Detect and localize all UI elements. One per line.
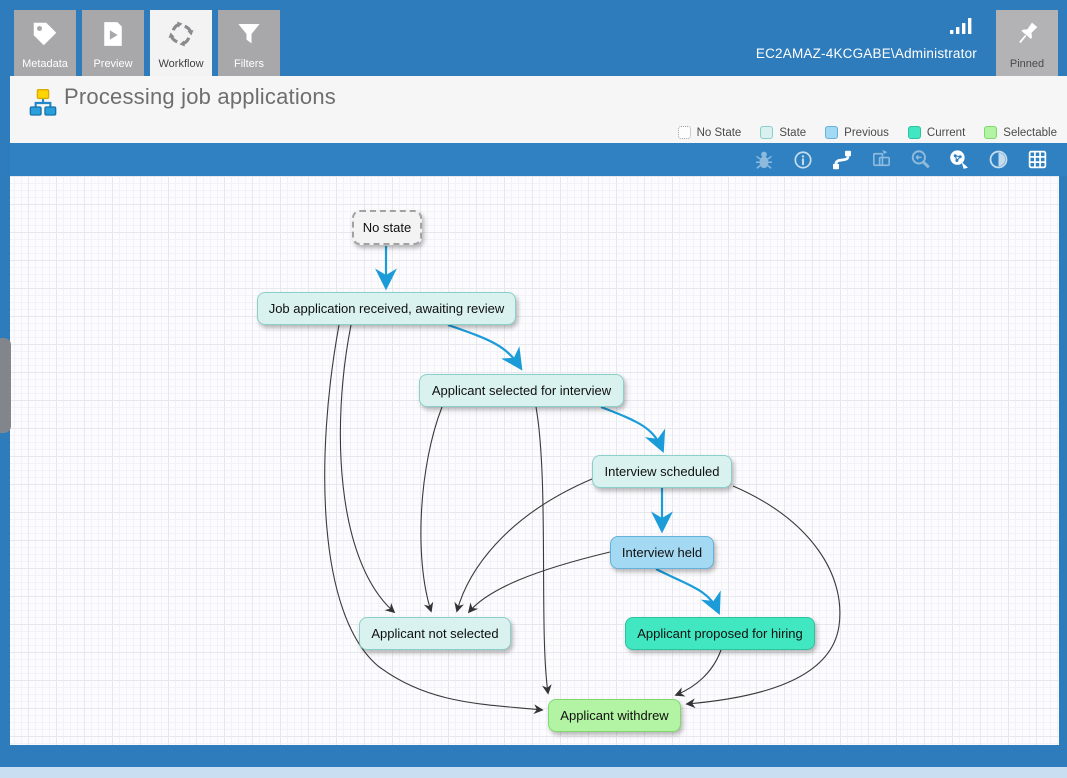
workflow-node-selected[interactable]: Applicant selected for interview — [419, 374, 624, 407]
edge-held-to-not_selected — [467, 551, 611, 614]
node-label: Interview scheduled — [604, 464, 720, 479]
legend-swatch — [760, 126, 774, 139]
tab-metadata[interactable]: Metadata — [14, 10, 76, 76]
logged-in-user: EC2AMAZ-4KCGABE\Administrator — [755, 46, 977, 61]
bottom-bar — [0, 745, 1067, 767]
tab-workflow[interactable]: Workflow — [150, 10, 212, 76]
session-info: EC2AMAZ-4KCGABE\Administrator — [756, 0, 977, 76]
grid-icon[interactable] — [1025, 148, 1049, 172]
legend-label: Current — [926, 126, 966, 139]
bottom-edge-strip — [0, 767, 1067, 778]
node-label: Job application received, awaiting revie… — [268, 301, 505, 316]
edge-selected-to-scheduled — [600, 405, 666, 454]
legend-label: Selectable — [1003, 126, 1057, 139]
node-label: Applicant proposed for hiring — [637, 626, 803, 641]
zoom-selection-icon[interactable] — [908, 148, 932, 172]
edge-held-to-proposed — [655, 568, 721, 616]
tag-icon — [30, 10, 60, 58]
legend-swatch — [677, 126, 691, 139]
tab-label: Filters — [234, 58, 264, 70]
edge-selected-to-not_selected — [420, 406, 443, 613]
legend-label: No State — [696, 126, 742, 139]
node-label: Applicant selected for interview — [431, 383, 612, 398]
view-tabs: Metadata Preview Workflow Filters — [14, 10, 280, 76]
info-icon[interactable] — [791, 148, 815, 172]
title-bar: Processing job applications No State Stat… — [0, 76, 1067, 143]
edge-selected-to-withdrew — [535, 406, 552, 695]
edge-scheduled-to-withdrew — [685, 485, 841, 709]
edge-scheduled-to-not_selected — [454, 478, 593, 613]
legend-swatch — [984, 126, 998, 139]
legend-item-no-state: No State — [677, 126, 742, 139]
legend-swatch — [825, 126, 839, 139]
workflow-node-not_selected[interactable]: Applicant not selected — [359, 617, 511, 650]
workflow-node-held[interactable]: Interview held — [610, 536, 714, 569]
pin-icon — [1012, 10, 1042, 58]
edge-received-to-not_selected — [339, 324, 396, 614]
tab-preview[interactable]: Preview — [82, 10, 144, 76]
right-frame-strip — [1059, 176, 1067, 767]
legend-item-selectable: Selectable — [984, 126, 1057, 139]
tab-label: Workflow — [158, 58, 204, 70]
workflow-toolbar — [0, 143, 1067, 176]
legend-label: Previous — [844, 126, 889, 139]
sync-arrows-icon — [165, 10, 197, 58]
tab-label: Preview — [93, 58, 133, 70]
state-legend: No State State Previous Current Selectable — [677, 126, 1057, 139]
bug-icon[interactable] — [752, 148, 776, 172]
node-label: No state — [362, 220, 412, 235]
zoom-network-icon[interactable] — [947, 148, 971, 172]
tab-pinned[interactable]: Pinned — [996, 10, 1058, 76]
route-icon[interactable] — [830, 148, 854, 172]
legend-item-previous: Previous — [825, 126, 889, 139]
page-title: Processing job applications — [64, 84, 336, 109]
tab-label: Metadata — [22, 58, 68, 70]
panel-flyout-handle[interactable] — [0, 338, 11, 433]
contrast-icon[interactable] — [986, 148, 1010, 172]
workflow-edges — [324, 246, 841, 715]
node-label: Applicant withdrew — [560, 708, 669, 723]
org-chart-icon — [27, 87, 59, 124]
copy-layout-icon[interactable] — [869, 148, 893, 172]
workflow-node-proposed[interactable]: Applicant proposed for hiring — [625, 617, 815, 650]
workflow-node-withdrew[interactable]: Applicant withdrew — [548, 699, 681, 732]
legend-swatch — [907, 126, 921, 139]
preview-doc-icon — [98, 10, 128, 58]
edge-received-to-selected — [447, 323, 523, 371]
funnel-icon — [234, 10, 264, 58]
node-label: Applicant not selected — [371, 626, 499, 641]
legend-item-state: State — [760, 126, 806, 139]
legend-item-current: Current — [907, 126, 966, 139]
tab-filters[interactable]: Filters — [218, 10, 280, 76]
node-label: Interview held — [621, 545, 703, 560]
legend-label: State — [779, 126, 807, 139]
workflow-node-scheduled[interactable]: Interview scheduled — [592, 455, 732, 488]
tab-pinned-label: Pinned — [1009, 58, 1045, 70]
signal-bars-icon — [949, 15, 975, 40]
workflow-node-received[interactable]: Job application received, awaiting revie… — [257, 292, 516, 325]
top-header: Metadata Preview Workflow Filters EC2AMAZ-4… — [0, 0, 1067, 76]
toolbar-icons — [752, 143, 1049, 176]
workflow-node-no_state[interactable]: No state — [352, 210, 422, 245]
edge-proposed-to-withdrew — [674, 649, 722, 697]
